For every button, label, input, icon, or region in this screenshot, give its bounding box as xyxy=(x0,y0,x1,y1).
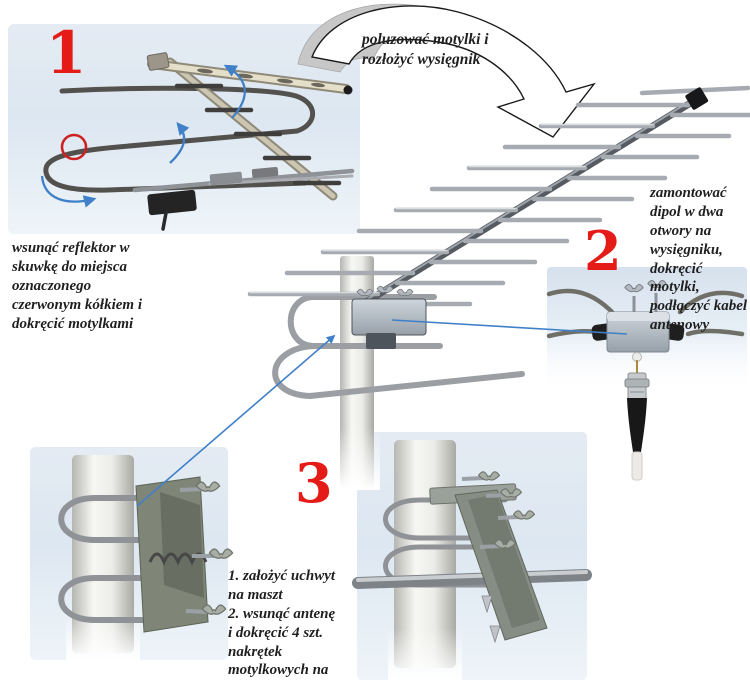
step-3-number: 3 xyxy=(295,451,333,515)
unfold-annotation: poluzować motylki i rozłożyć wysięgnik xyxy=(362,31,489,69)
pointer-to-dipole-detail xyxy=(391,319,628,335)
mount-box xyxy=(351,298,427,336)
unfold-hint-arrow-upper xyxy=(223,64,246,119)
unfold-arrow xyxy=(297,3,596,138)
mast-left xyxy=(72,455,134,653)
red-highlight-circle xyxy=(60,133,88,161)
step-3-caption: 1. założyć uchwyt na maszt 2. wsunąć ant… xyxy=(228,568,336,682)
unfold-hint-arrow-lower xyxy=(169,122,190,164)
step3-clamp-with-boom-photo xyxy=(352,440,592,682)
step-2-number: 2 xyxy=(584,219,622,283)
pointer-to-clamp-detail xyxy=(136,334,336,507)
step2-dipole-photo xyxy=(546,279,745,481)
step-1-caption: wsunąć reflektor w skuwkę do miejsca ozn… xyxy=(12,240,142,332)
step3-clamp-photo xyxy=(58,455,234,661)
reflector-slide-arrow xyxy=(40,175,97,208)
step-1-number: 1 xyxy=(46,19,87,87)
boom-end-cap xyxy=(685,87,709,110)
step1-folded-antenna xyxy=(40,52,355,231)
step-2-caption: zamontować dipol w dwa otwory na wysięgn… xyxy=(650,185,748,334)
detail-pointer-lines xyxy=(136,319,628,507)
main-antenna-photo xyxy=(247,85,750,490)
